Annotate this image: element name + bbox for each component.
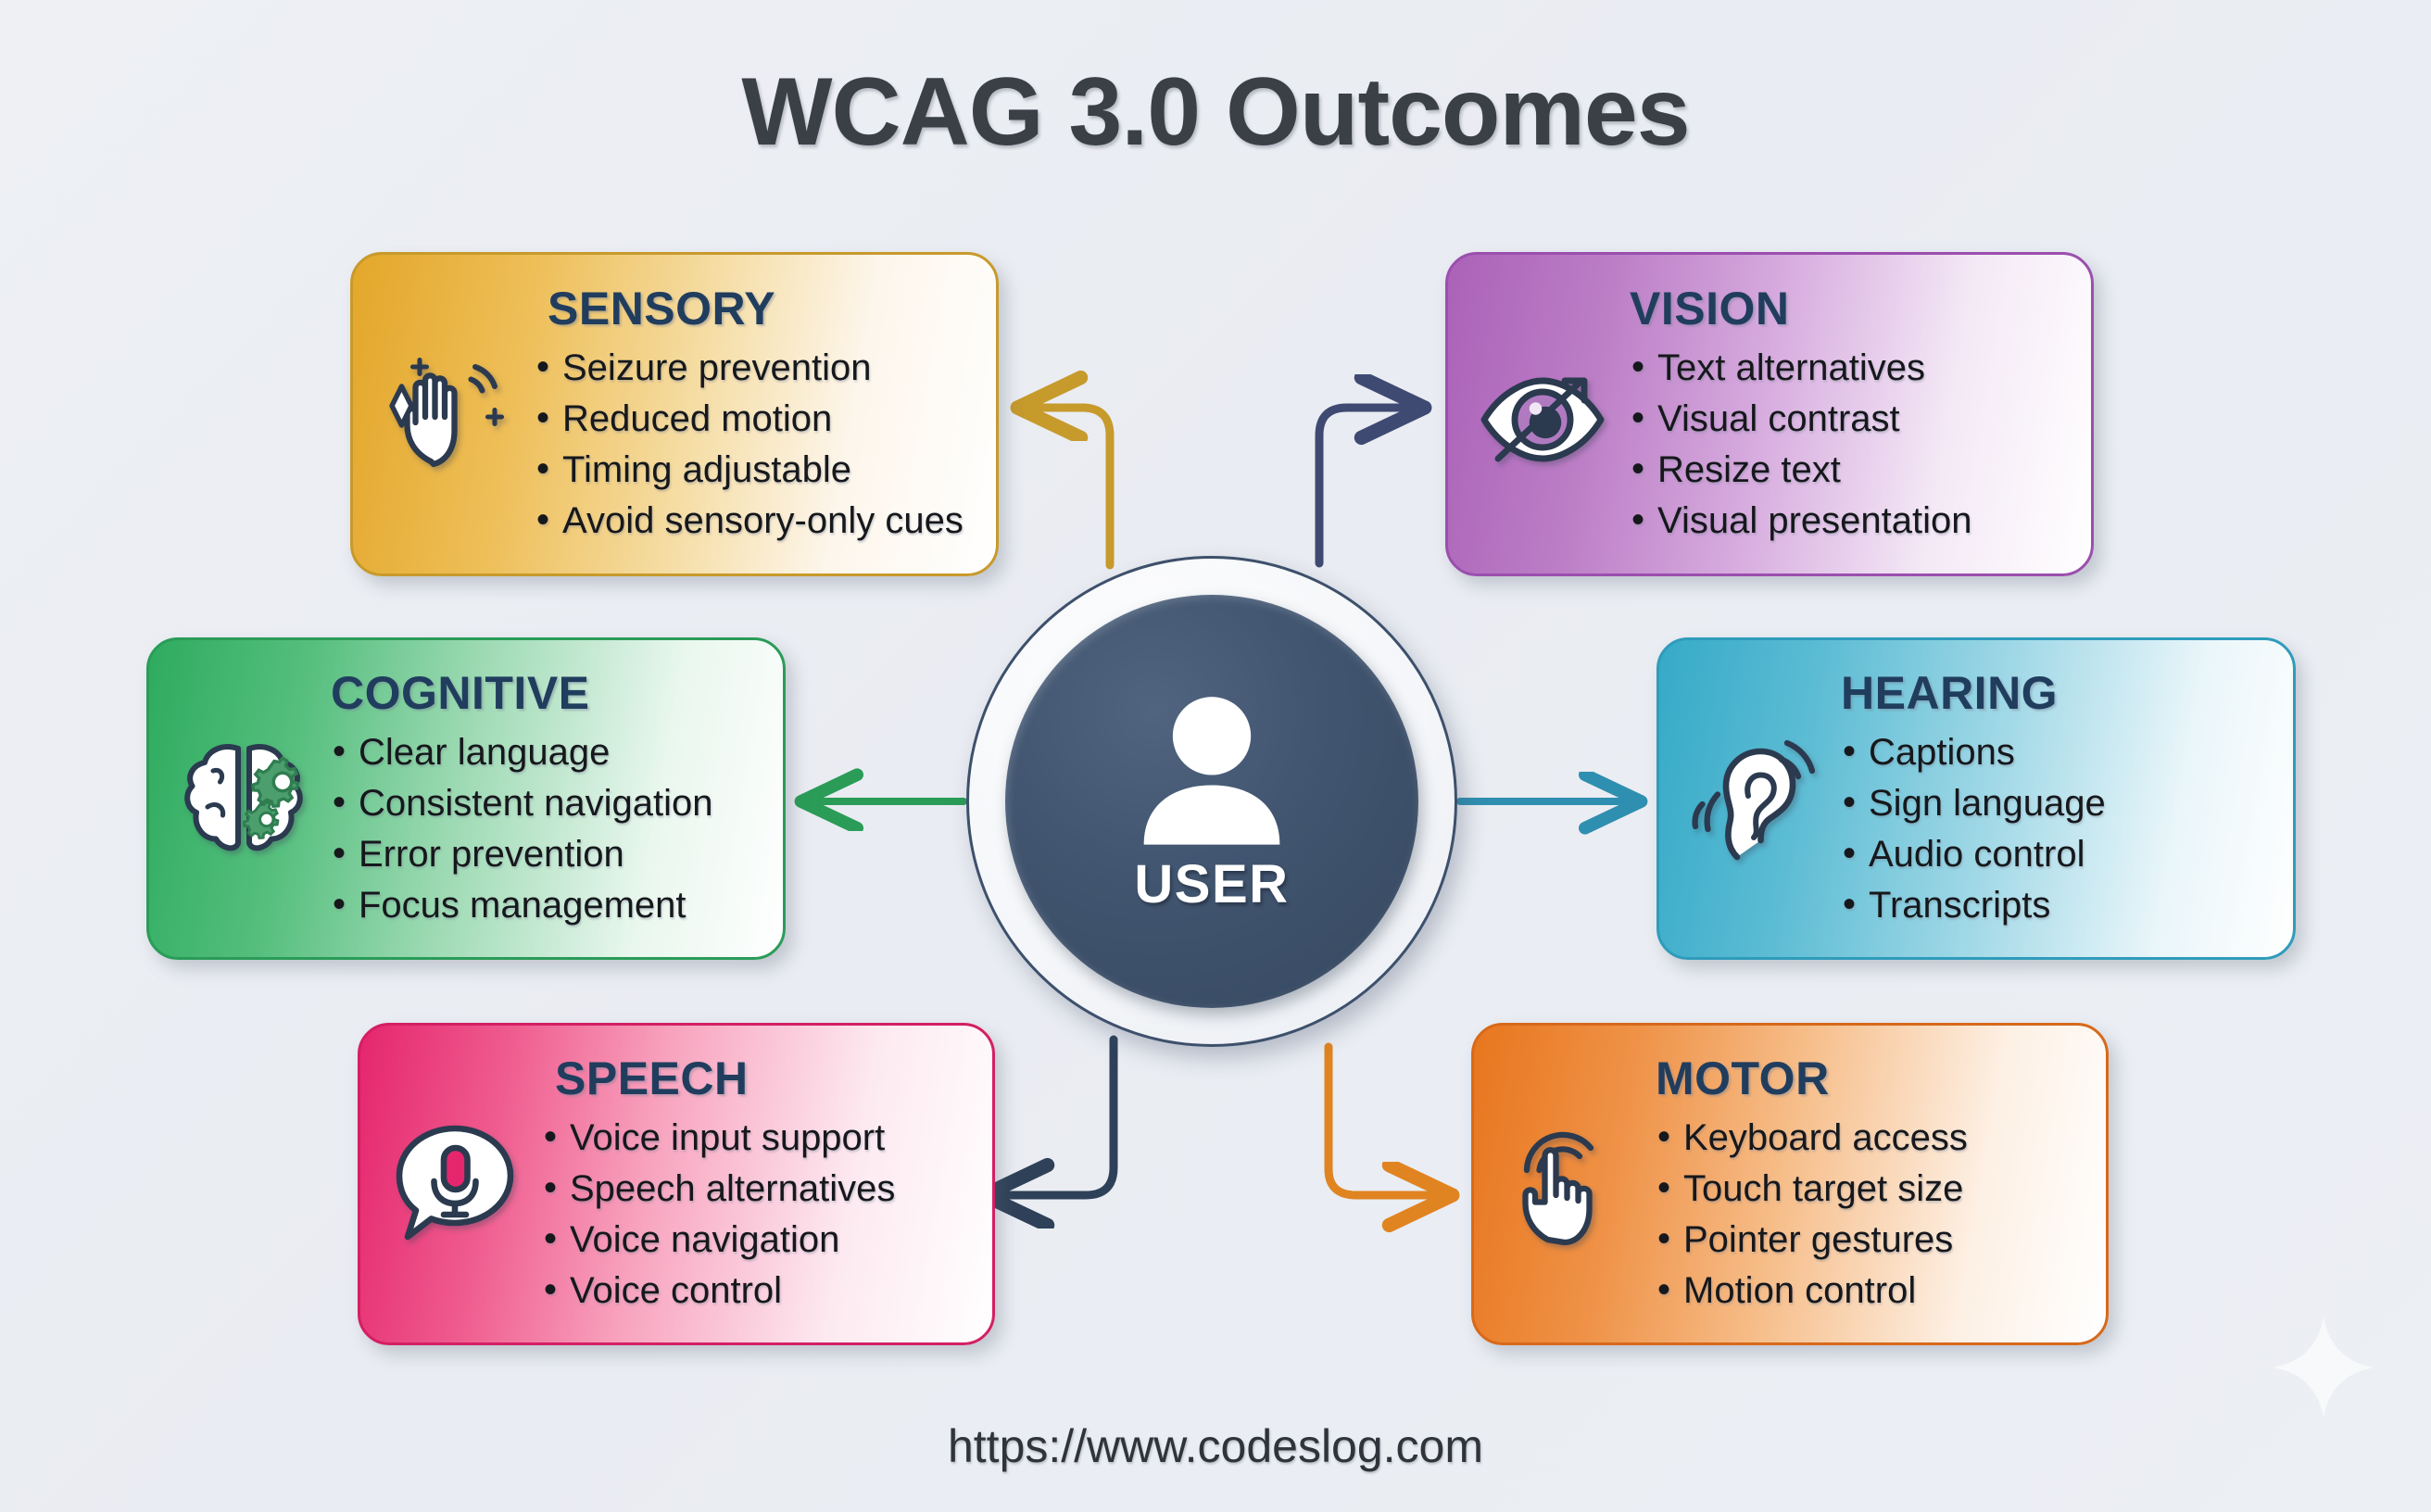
hub-disc: USER — [1005, 595, 1418, 1008]
list-item: Audio control — [1837, 828, 2269, 880]
connector-hub-to-vision — [1315, 408, 1423, 568]
card-list-cognitive: Clear language Consistent navigation Err… — [327, 726, 759, 931]
card-list-sensory: Seizure prevention Reduced motion Timing… — [531, 342, 972, 547]
list-item: Speech alternatives — [538, 1163, 968, 1215]
card-hearing[interactable]: HEARING Captions Sign language Audio con… — [1656, 637, 2296, 960]
card-vision[interactable]: VISION Text alternatives Visual contrast… — [1445, 252, 2094, 576]
person-icon — [1143, 696, 1280, 845]
list-item: Error prevention — [327, 828, 759, 880]
list-item: Voice navigation — [538, 1214, 968, 1266]
card-cognitive[interactable]: COGNITIVE Clear language Consistent navi… — [146, 637, 786, 960]
card-list-motor: Keyboard access Touch target size Pointe… — [1652, 1112, 2082, 1317]
connector-hub-to-speech — [986, 1035, 1118, 1195]
brain-gears-icon — [166, 721, 321, 876]
list-item: Pointer gestures — [1652, 1214, 2082, 1266]
eye-arrow-icon — [1465, 336, 1620, 492]
connector-hub-to-sensory — [1019, 408, 1115, 570]
hub-label: USER — [1134, 853, 1290, 914]
list-item: Text alternatives — [1626, 342, 2067, 394]
list-item: Sign language — [1837, 777, 2269, 829]
card-speech[interactable]: SPEECH Voice input support Speech altern… — [358, 1023, 995, 1345]
list-item: Captions — [1837, 726, 2269, 778]
card-motor[interactable]: MOTOR Keyboard access Touch target size … — [1471, 1023, 2109, 1345]
hand-sparkle-icon — [370, 336, 525, 492]
card-list-vision: Text alternatives Visual contrast Resize… — [1626, 342, 2067, 547]
microphone-bubble-icon — [377, 1106, 533, 1262]
list-item: Voice control — [538, 1265, 968, 1317]
list-item: Reduced motion — [531, 393, 972, 445]
ear-soundwaves-icon — [1676, 721, 1832, 876]
card-list-speech: Voice input support Speech alternatives … — [538, 1112, 968, 1317]
card-sensory[interactable]: SENSORY Seizure prevention Reduced motio… — [350, 252, 999, 576]
list-item: Touch target size — [1652, 1163, 2082, 1215]
hub-user-node[interactable]: USER — [966, 556, 1457, 1047]
tap-hand-icon — [1491, 1106, 1646, 1262]
card-title-motor: MOTOR — [1656, 1052, 1830, 1105]
sparkle-decoration-icon — [2272, 1316, 2375, 1419]
footer-url[interactable]: https://www.codeslog.com — [947, 1420, 1484, 1472]
list-item: Transcripts — [1837, 879, 2269, 931]
card-title-cognitive: COGNITIVE — [331, 667, 590, 720]
card-title-sensory: SENSORY — [548, 283, 776, 335]
page-title: WCAG 3.0 Outcomes — [741, 58, 1690, 166]
list-item: Visual contrast — [1626, 393, 2067, 445]
list-item: Resize text — [1626, 444, 2067, 496]
list-item: Voice input support — [538, 1112, 968, 1164]
card-title-speech: SPEECH — [555, 1052, 749, 1105]
list-item: Avoid sensory-only cues — [531, 495, 972, 547]
list-item: Keyboard access — [1652, 1112, 2082, 1164]
list-item: Clear language — [327, 726, 759, 778]
card-title-hearing: HEARING — [1841, 667, 2059, 720]
list-item: Consistent navigation — [327, 777, 759, 829]
list-item: Timing adjustable — [531, 444, 972, 496]
card-list-hearing: Captions Sign language Audio control Tra… — [1837, 726, 2269, 931]
list-item: Motion control — [1652, 1265, 2082, 1317]
list-item: Seizure prevention — [531, 342, 972, 394]
card-title-vision: VISION — [1630, 283, 1790, 335]
list-item: Visual presentation — [1626, 495, 2067, 547]
connector-hub-to-motor — [1324, 1042, 1451, 1195]
list-item: Focus management — [327, 879, 759, 931]
